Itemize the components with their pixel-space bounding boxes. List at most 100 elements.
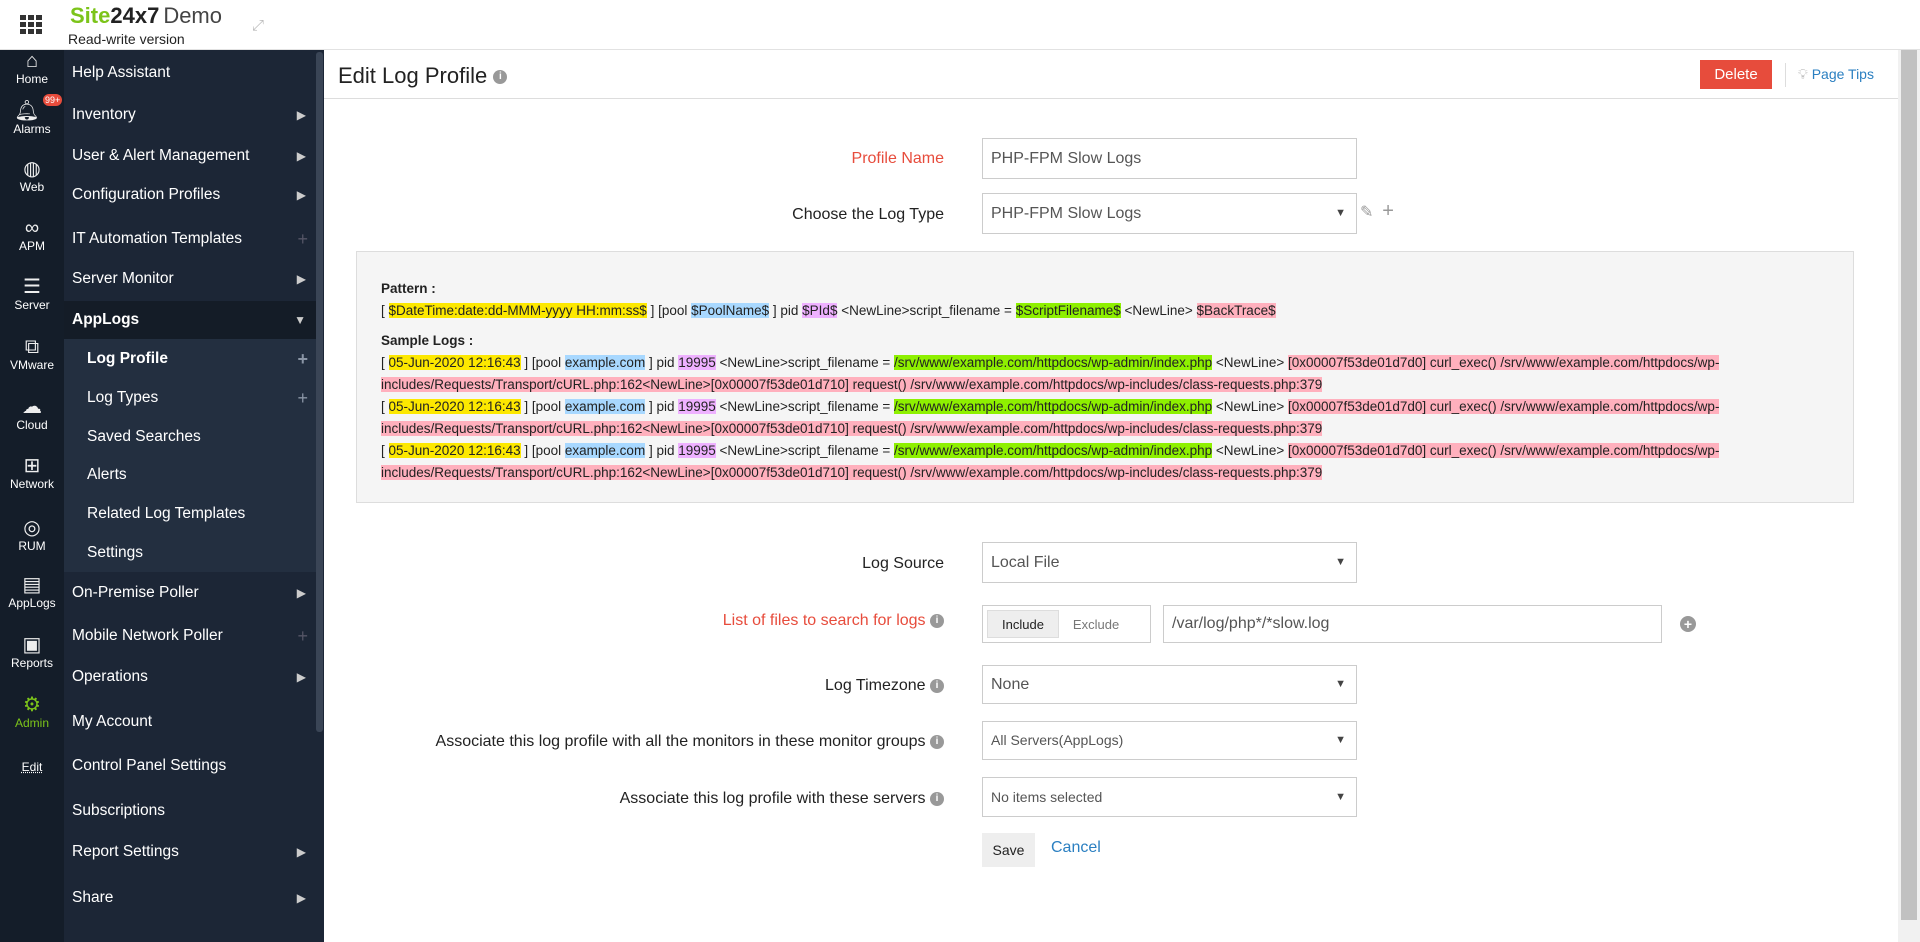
header-divider [324,98,1898,99]
menu-label: Help Assistant [72,64,171,81]
text: <NewLine>script_filename = [715,355,895,370]
sidebar-item-configuration-profiles[interactable]: Configuration Profiles▶ [64,176,316,214]
sidebar-item-on-premise-poller[interactable]: On-Premise Poller▶ [64,574,316,612]
rail-item-reports[interactable]: ▣Reports [0,634,64,670]
profile-name-input[interactable]: PHP-FPM Slow Logs [982,138,1357,179]
sidebar-subitem-saved-searches[interactable]: Saved Searches [64,418,316,456]
sidebar-subitem-related-log-templates[interactable]: Related Log Templates [64,495,316,533]
sidebar-item-mobile-network-poller[interactable]: Mobile Network Poller+ [64,617,316,655]
add-icon[interactable]: + [297,388,308,408]
sidebar-item-server-monitor[interactable]: Server Monitor▶ [64,260,316,298]
page-tips-link[interactable]: 💡︎ Page Tips [1798,66,1874,82]
rail-item-alarms[interactable]: 🔔︎99+Alarms [0,94,64,136]
bell-icon: 🔔︎ [14,100,40,122]
rail-item-applogs[interactable]: ▤AppLogs [0,574,64,610]
highlight-token: $BackTrace$ [1196,303,1276,318]
highlight-token: 19995 [678,399,716,414]
text: ] [pool [520,443,565,458]
pattern-box: Pattern : [ $DateTime:date:dd-MMM-yyyy H… [356,251,1854,503]
servers-select[interactable]: No items selected▼ [982,777,1357,817]
sidebar-item-help-assistant[interactable]: Help Assistant [64,54,316,92]
info-icon[interactable]: i [930,613,944,628]
text: ] [pool [520,355,565,370]
sidebar-subitem-log-types[interactable]: Log Types + [64,379,316,417]
sidebar-item-user-alert-management[interactable]: User & Alert Management ▶ [64,137,316,175]
add-icon[interactable]: + [297,349,308,369]
app-grid-icon[interactable] [20,15,42,34]
rail-label: Alarms [13,122,51,136]
timezone-label: Log Timezone i [825,677,944,695]
sidebar-item-my-account[interactable]: My Account [64,703,316,741]
monitor-groups-label: Associate this log profile with all the … [436,733,944,751]
sidebar-item-control-panel-settings[interactable]: Control Panel Settings [64,747,316,785]
add-file-icon[interactable]: + [1680,616,1696,632]
sidebar-item-inventory[interactable]: Inventory▶ [64,96,316,134]
highlight-token: /srv/www/example.com/httpdocs/wp-admin/i… [894,355,1213,370]
text: <NewLine>script_filename = [715,399,895,414]
exclude-button[interactable]: Exclude [1072,617,1120,632]
rail-item-home[interactable]: ⌂Home [0,50,64,86]
page-scrollbar[interactable] [1898,50,1920,942]
timezone-select[interactable]: None▼ [982,665,1357,704]
rail-label: Edit [21,760,43,774]
include-button[interactable]: Include [987,610,1059,638]
text: <NewLine> [1120,303,1197,318]
info-icon[interactable]: i [930,791,944,806]
menu-label: IT Automation Templates [72,230,243,247]
rail-item-rum[interactable]: ◎RUM [0,517,64,553]
sidebar-subitem-alerts[interactable]: Alerts [64,456,316,494]
caret-right-icon: ▶ [296,272,306,286]
sidebar-item-subscriptions[interactable]: Subscriptions [64,792,316,830]
menu-label: Log Types [87,389,159,406]
menu-label: User & Alert Management [72,147,250,164]
add-icon[interactable]: + [297,229,308,249]
info-icon[interactable]: i [930,734,944,749]
rail-item-apm[interactable]: ∞APM [0,217,64,253]
rum-icon: ◎ [23,517,41,539]
add-icon[interactable]: + [297,626,308,646]
cancel-link[interactable]: Cancel [1051,839,1101,856]
highlight-token: example.com [564,443,646,458]
rail-item-cloud[interactable]: ☁Cloud [0,396,64,432]
sidebar-item-share[interactable]: Share▶ [64,879,316,917]
caret-right-icon: ▶ [296,149,306,163]
sidebar-scrollbar[interactable] [316,52,323,732]
text: <NewLine>script_filename = [715,443,895,458]
highlight-token: /srv/www/example.com/httpdocs/wp-admin/i… [894,399,1213,414]
sidebar-item-operations[interactable]: Operations▶ [64,658,316,696]
log-type-select[interactable]: PHP-FPM Slow Logs▼ [982,193,1357,234]
save-button[interactable]: Save [982,833,1035,867]
rail-item-web[interactable]: ◍Web [0,158,64,194]
rail-label: Cloud [16,418,48,432]
rail-item-edit[interactable]: Edit [0,760,64,774]
pattern-label: Pattern : [381,281,436,296]
info-icon[interactable]: i [930,678,944,693]
expand-icon[interactable]: ⤢ [252,17,265,34]
sidebar-item-applogs[interactable]: AppLogs▼ [64,301,316,339]
rail-item-vmware[interactable]: ⧉VMware [0,336,64,372]
chevron-down-icon: ▼ [1335,734,1346,746]
highlight-token: example.com [564,355,646,370]
sidebar-subitem-settings[interactable]: Settings [64,534,316,572]
text: ] [pool [520,399,565,414]
sidebar-subitem-log-profile[interactable]: Log Profile+ [64,340,316,378]
file-path-input[interactable]: /var/log/php*/*slow.log [1163,605,1662,643]
info-icon[interactable]: i [493,70,508,85]
text: ] pid [769,303,803,318]
rail-item-admin[interactable]: ⚙Admin [0,694,64,730]
edit-icon[interactable]: ✎ [1360,204,1374,221]
rail-item-network[interactable]: ⊞Network [0,455,64,491]
sidebar-item-it-automation-templates[interactable]: IT Automation Templates + [64,220,316,258]
caret-right-icon: ▶ [296,891,306,905]
add-icon[interactable]: + [1382,200,1394,222]
sample-log-entry: [ 05-Jun-2020 12:16:43 ] [pool example.c… [381,440,1829,484]
server-icon: ☰ [23,276,41,298]
rail-item-server[interactable]: ☰Server [0,276,64,312]
sidebar-item-report-settings[interactable]: Report Settings▶ [64,833,316,871]
log-source-select[interactable]: Local File▼ [982,542,1357,583]
highlight-token: 19995 [678,355,716,370]
sample-logs: [ 05-Jun-2020 12:16:43 ] [pool example.c… [381,352,1829,484]
monitor-groups-select[interactable]: All Servers(AppLogs)▼ [982,721,1357,760]
delete-button[interactable]: Delete [1700,60,1772,89]
text: ] pid [645,355,679,370]
